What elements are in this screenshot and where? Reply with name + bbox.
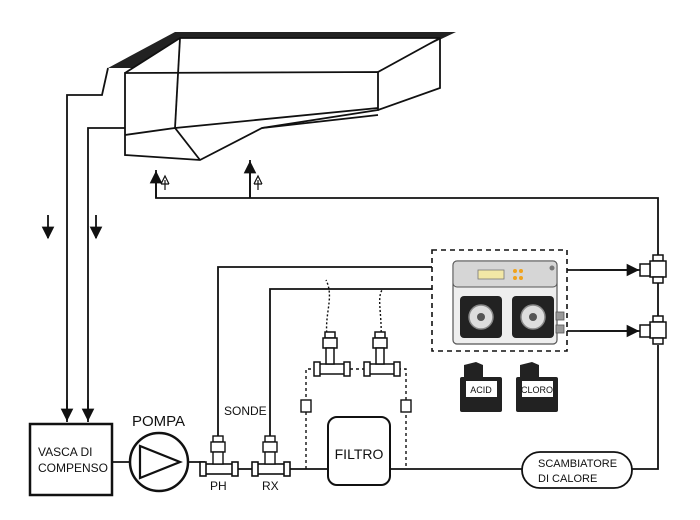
pump-icon xyxy=(128,431,190,493)
tank-label-line2: COMPENSO xyxy=(38,461,108,475)
injection-cell-icon xyxy=(313,331,401,377)
exchanger-label-line1: SCAMBIATORE xyxy=(538,458,617,470)
flow-cell-icon xyxy=(199,461,291,477)
injection-bypass xyxy=(300,279,412,469)
rx-label: RX xyxy=(262,479,279,493)
pump-label: POMPA xyxy=(132,413,185,430)
chlorine-label: CLORO xyxy=(521,385,553,395)
heat-exchanger xyxy=(521,451,633,489)
dosing-controller-icon xyxy=(452,260,565,345)
small-flow-arrow-icon xyxy=(160,174,263,190)
controller-dashed-boundary xyxy=(431,249,568,352)
tank-label-line1: VASCA DI xyxy=(38,445,92,459)
exchanger-label-line2: DI CALORE xyxy=(538,473,597,485)
filter xyxy=(327,416,391,486)
ph-label: PH xyxy=(210,479,227,493)
flow-cell-icon xyxy=(639,254,667,345)
canister-icon xyxy=(460,362,558,412)
filter-label: FILTRO xyxy=(335,446,384,462)
probe-icon xyxy=(210,435,278,465)
pool-icon xyxy=(108,32,456,161)
flow-direction-arrow-icon xyxy=(41,160,640,422)
compensation-tank xyxy=(28,422,114,497)
probes-label: SONDE xyxy=(224,404,267,418)
acid-label: ACID xyxy=(470,385,492,395)
